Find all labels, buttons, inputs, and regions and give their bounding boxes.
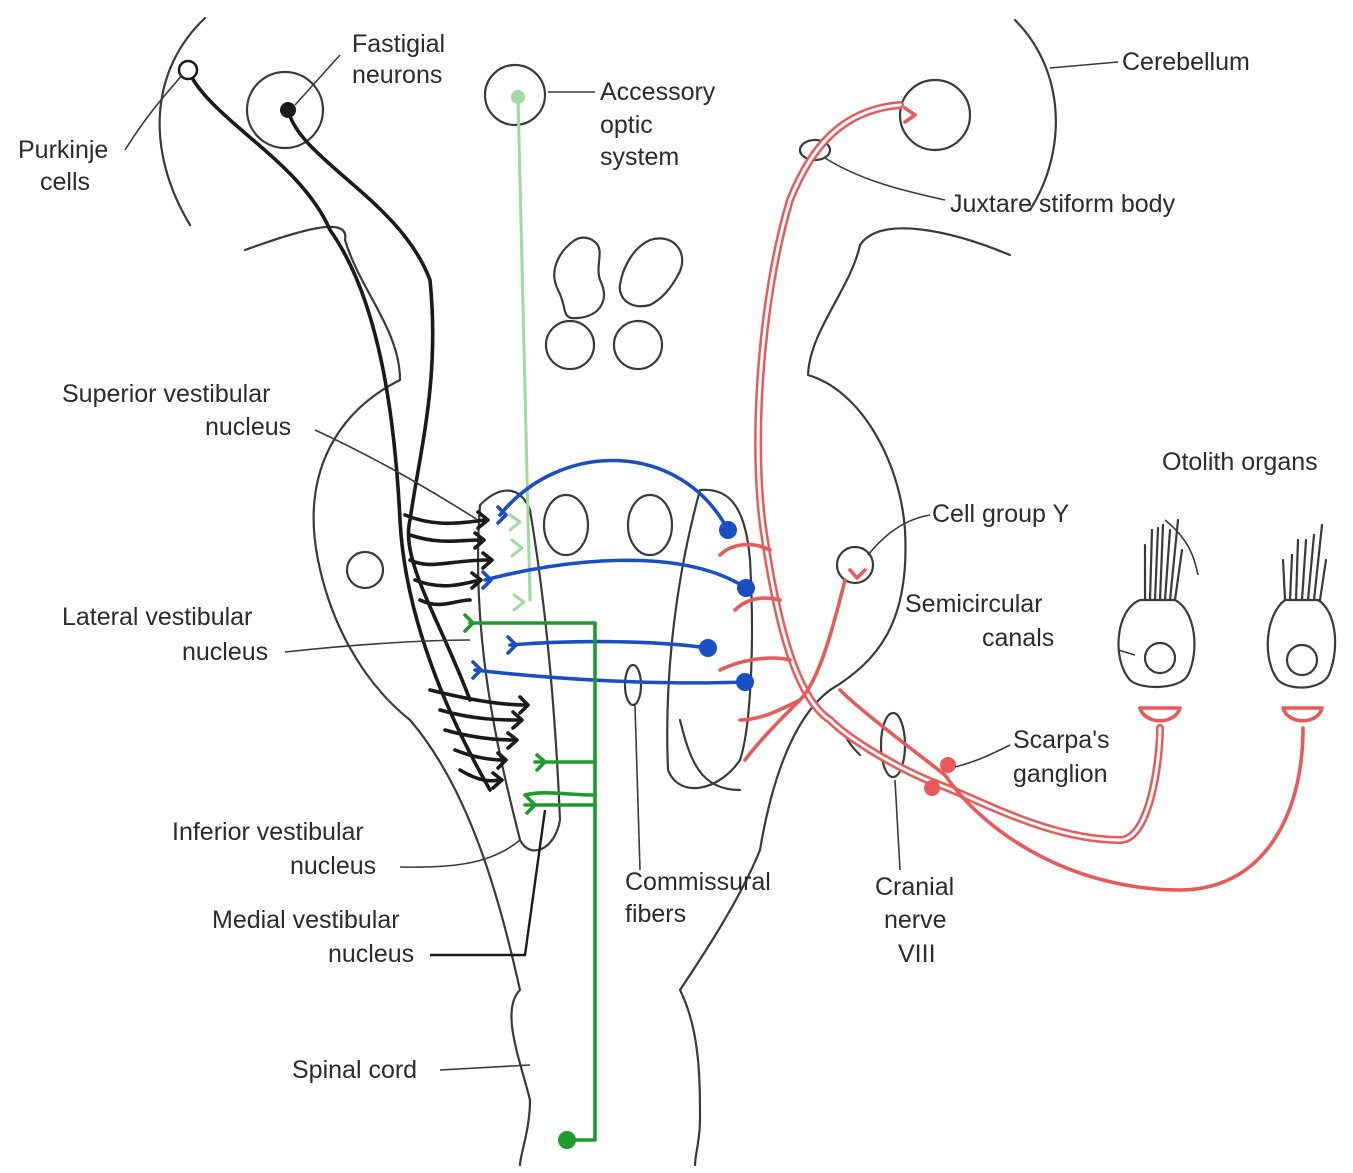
label-inferior-2: nucleus: [290, 852, 376, 880]
label-cranial-1: Cranial: [875, 873, 954, 901]
label-purkinje-1: Purkinje: [18, 136, 108, 164]
label-fastigial-2: neurons: [352, 61, 442, 89]
label-lateral-2: nucleus: [182, 638, 268, 666]
label-semicircular-1: Semicircular: [905, 590, 1043, 618]
label-accessory-3: system: [600, 143, 679, 171]
fastigial-neuron-soma: [280, 102, 296, 118]
commissural-pathways: [473, 460, 755, 691]
label-semicircular-2: canals: [982, 624, 1054, 652]
label-fastigial-1: Fastigial: [352, 30, 445, 58]
label-purkinje-2: cells: [40, 168, 90, 196]
label-cerebellum: Cerebellum: [1122, 48, 1250, 76]
label-accessory-2: optic: [600, 111, 653, 139]
hair-cell-semicircular: [1119, 520, 1195, 721]
label-juxtarestiform: Juxtare stiform body: [950, 190, 1176, 218]
vestibulospinal-pathway: [465, 615, 595, 1149]
label-cranial-2: nerve: [884, 906, 947, 934]
label-cellgroupy: Cell group Y: [932, 500, 1069, 528]
accessory-optic-pathway: [510, 90, 530, 610]
label-spinal: Spinal cord: [292, 1056, 417, 1084]
label-medial-1: Medial vestibular: [212, 906, 400, 934]
label-medial-2: nucleus: [328, 940, 414, 968]
labels: Fastigial neurons Purkinje cells Accesso…: [18, 30, 1318, 1084]
label-scarpa-1: Scarpa's: [1013, 726, 1109, 754]
hair-cell-otolith: [1268, 525, 1335, 721]
label-superior-2: nucleus: [205, 413, 291, 441]
label-scarpa-2: ganglion: [1013, 760, 1108, 788]
label-superior-1: Superior vestibular: [62, 380, 270, 408]
label-commissural-2: fibers: [625, 900, 686, 928]
label-cranial-3: VIII: [898, 940, 936, 968]
label-accessory-1: Accessory: [600, 78, 716, 106]
label-otolith: Otolith organs: [1162, 448, 1318, 476]
label-commissural-1: Commissural: [625, 868, 771, 896]
label-lateral-1: Lateral vestibular: [62, 603, 252, 631]
vestibular-afferent-pathways: [720, 105, 1303, 890]
label-inferior-1: Inferior vestibular: [172, 818, 364, 846]
